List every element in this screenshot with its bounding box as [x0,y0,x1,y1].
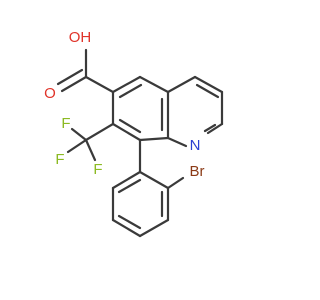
atom-labels: OH O N F F F Br [44,29,204,180]
bromophenyl-ring [111,170,185,238]
carboxylic-acid-group [56,48,115,94]
benzo-ring [111,75,170,142]
molecule-diagram: OH O N F F F Br [44,29,224,238]
bromine-label: Br [190,163,205,180]
pyridine-ring [166,75,224,148]
carbonyl-oxygen-label: O [44,85,56,102]
structure-svg: OH O N F F F Br [44,29,224,238]
fluorine-label-1: F [61,115,70,132]
nitrogen-label: N [190,137,201,154]
fluorine-label-3: F [55,151,64,168]
trifluoromethyl-group [66,122,115,162]
fluorine-label-2: F [93,161,102,178]
hydroxyl-label: OH [69,29,92,46]
